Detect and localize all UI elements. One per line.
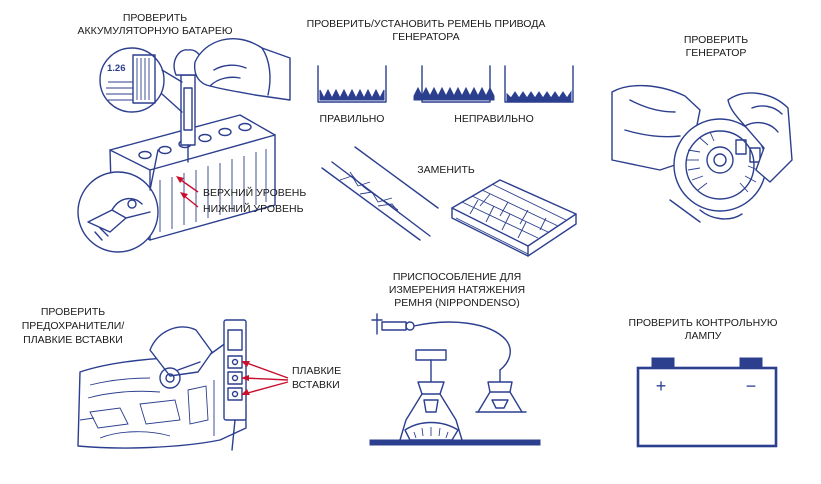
battery-title-line2: АККУМУЛЯТОРНУЮ БАТАРЕЮ [78, 25, 233, 37]
lamp-title-line1: ПРОВЕРИТЬ КОНТРОЛЬНУЮ [629, 317, 778, 329]
fuses-title-line1: ПРОВЕРИТЬ [41, 306, 105, 318]
belt-correct-label: ПРАВИЛЬНО [320, 113, 385, 125]
hydrometer-reading: 1.26 [107, 63, 126, 74]
generator-illustration [611, 84, 793, 223]
fuses-callout-line1: ПЛАВКИЕ [292, 365, 341, 377]
belt-incorrect-illustration-2 [504, 65, 574, 103]
belt-replace-label: ЗАМЕНИТЬ [417, 164, 475, 176]
battery-panel: ПРОВЕРИТЬ АККУМУЛЯТОРНУЮ БАТАРЕЮ [77, 12, 306, 253]
fuse-callout-arrows [241, 361, 289, 395]
battery-illustration: 1.26 [77, 38, 291, 253]
lamp-plus-sign: + [656, 376, 667, 396]
battery-title-line1: ПРОВЕРИТЬ [123, 12, 187, 24]
tension-title-line3: РЕМНЯ (NIPPONDENSO) [394, 297, 519, 309]
battery-warning-lamp-icon: + − [636, 357, 778, 448]
tension-tool-panel: ПРИСПОСОБЛЕНИЕ ДЛЯ ИЗМЕРЕНИЯ НАТЯЖЕНИЯ Р… [369, 271, 541, 446]
upper-level-label: ВЕРХНИЙ УРОВЕНЬ [203, 186, 306, 199]
fuses-panel: ПРОВЕРИТЬ ПРЕДОХРАНИТЕЛИ/ ПЛАВКИЕ ВСТАВК… [22, 306, 341, 451]
belt-title-line1: ПРОВЕРИТЬ/УСТАНОВИТЬ РЕМЕНЬ ПРИВОДА [307, 18, 546, 30]
belt-worn-illustration [321, 146, 439, 241]
fuses-title-line2: ПРЕДОХРАНИТЕЛИ/ [22, 320, 125, 332]
level-callout-arrows [176, 176, 199, 208]
generator-title-line2: ГЕНЕРАТОР [686, 47, 747, 59]
belt-cracked-illustration [451, 179, 577, 257]
belt-title-line2: ГЕНЕРАТОРА [392, 31, 459, 43]
tension-title-line2: ИЗМЕРЕНИЯ НАТЯЖЕНИЯ [389, 284, 525, 296]
fuses-callout-line2: ВСТАВКИ [292, 379, 340, 391]
warning-lamp-panel: ПРОВЕРИТЬ КОНТРОЛЬНУЮ ЛАМПУ + − [629, 317, 778, 448]
tension-tool-illustration [369, 313, 541, 446]
fuses-title-line3: ПЛАВКИЕ ВСТАВКИ [23, 334, 123, 346]
belt-correct-illustration [317, 65, 387, 103]
lower-level-label: НИЖНИЙ УРОВЕНЬ [203, 202, 304, 215]
generator-title-line1: ПРОВЕРИТЬ [684, 34, 748, 46]
belt-panel: ПРОВЕРИТЬ/УСТАНОВИТЬ РЕМЕНЬ ПРИВОДА ГЕНЕ… [307, 18, 577, 257]
lamp-minus-sign: − [746, 376, 757, 396]
tension-title-line1: ПРИСПОСОБЛЕНИЕ ДЛЯ [393, 271, 521, 283]
lamp-title-line2: ЛАМПУ [685, 330, 722, 342]
belt-incorrect-label: НЕПРАВИЛЬНО [454, 113, 534, 125]
generator-panel: ПРОВЕРИТЬ ГЕНЕРАТОР [611, 34, 793, 223]
fuses-illustration [77, 319, 289, 451]
belt-incorrect-illustration-1 [413, 65, 495, 103]
